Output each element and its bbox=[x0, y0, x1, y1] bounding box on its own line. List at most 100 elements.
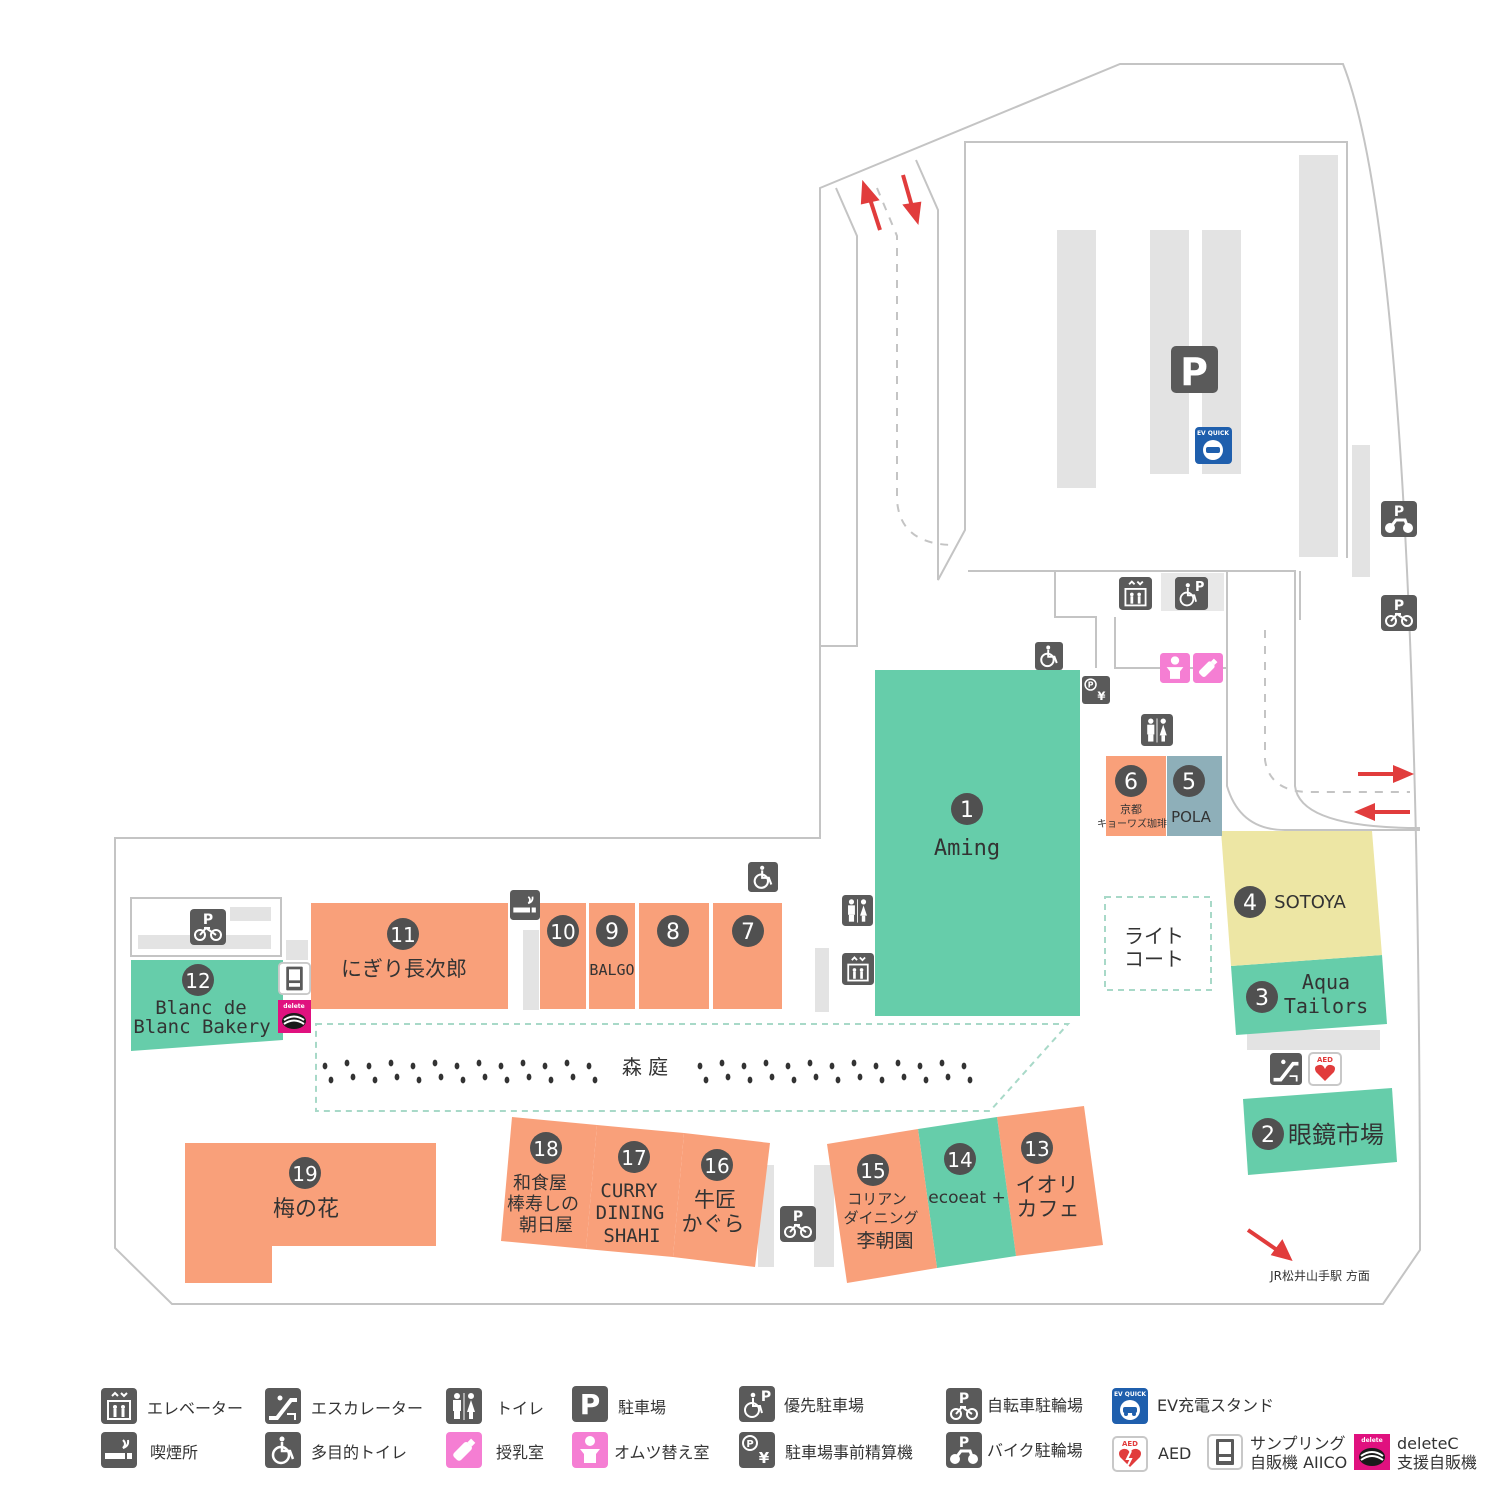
shop-name: 梅の花 bbox=[273, 1197, 339, 1222]
svg-text:駐車場事前精算機: 駐車場事前精算機 bbox=[785, 1443, 913, 1462]
footprint bbox=[322, 1062, 328, 1070]
shop-name-line1: 牛匠 bbox=[694, 1188, 736, 1212]
legend-item-escalator: エスカレーター bbox=[265, 1388, 423, 1424]
shop-13-iori-cafe[interactable]: 13 イオリ カフェ bbox=[997, 1106, 1103, 1256]
shop-number: 4 bbox=[1243, 891, 1257, 916]
shop-12-blanc-de-blanc-bakery[interactable]: 12 Blanc de Blanc Bakery bbox=[131, 960, 283, 1051]
multipurpose-toilet-icon bbox=[1035, 642, 1063, 670]
shop-9-balgo[interactable]: 9 bbox=[589, 903, 635, 1009]
footprint bbox=[498, 1062, 504, 1070]
smoking-area-icon bbox=[101, 1432, 137, 1468]
shop-5-pola[interactable]: 5 POLA bbox=[1167, 756, 1222, 836]
shop-14-ecoeat[interactable]: 14 ecoeat + bbox=[918, 1117, 1016, 1268]
shop-name-line1: 和食屋 bbox=[513, 1173, 567, 1194]
nursing-room-icon bbox=[446, 1432, 482, 1468]
shop-number: 8 bbox=[666, 920, 680, 945]
shop-6-kyowas-coffee[interactable]: 6 京都 キョーワズ珈琲 bbox=[1097, 756, 1167, 836]
shop-number: 12 bbox=[185, 969, 210, 993]
shop-name: SOTOYA bbox=[1274, 892, 1346, 913]
footprint bbox=[438, 1073, 444, 1081]
footprint bbox=[895, 1059, 901, 1067]
shop-18-asahiya[interactable]: 18 和食屋 棒寿しの 朝日屋 bbox=[501, 1117, 597, 1249]
shop-name: にぎり長次郎 bbox=[341, 957, 467, 981]
footprint bbox=[564, 1059, 570, 1067]
footprint bbox=[791, 1076, 797, 1084]
svg-text:P: P bbox=[1180, 350, 1208, 394]
legend-item-parking-payment: 駐車場事前精算機 bbox=[739, 1432, 913, 1468]
shop-name: POLA bbox=[1171, 808, 1212, 826]
legend-item-aed: AED bbox=[1112, 1436, 1191, 1472]
shop-7[interactable]: 7 bbox=[713, 903, 782, 1009]
sampling-vending-icon bbox=[1207, 1434, 1243, 1470]
shop-number: 3 bbox=[1255, 986, 1269, 1011]
footprint bbox=[586, 1062, 592, 1070]
footprint bbox=[901, 1073, 907, 1081]
legend-item-ev-charging: EV充電スタンド bbox=[1112, 1388, 1274, 1424]
shop-name-line3: SHAHI bbox=[603, 1225, 660, 1247]
shop-8[interactable]: 8 bbox=[639, 903, 709, 1009]
shop-number: 19 bbox=[292, 1162, 317, 1186]
footprint bbox=[416, 1076, 422, 1084]
footprint bbox=[460, 1076, 466, 1084]
footprint bbox=[526, 1073, 532, 1081]
svg-text:AED: AED bbox=[1317, 1056, 1333, 1064]
footprint bbox=[344, 1059, 350, 1067]
shop-4-sotoya[interactable]: 4 SOTOYA bbox=[1221, 831, 1382, 966]
svg-text:自転車駐輪場: 自転車駐輪場 bbox=[987, 1396, 1083, 1415]
shop-3-aqua-tailors[interactable]: 3 Aqua Tailors bbox=[1231, 955, 1387, 1035]
footprint bbox=[482, 1073, 488, 1081]
shop-name-line1: イオリ bbox=[1016, 1173, 1079, 1197]
priority-parking-icon bbox=[739, 1386, 775, 1422]
footprint bbox=[454, 1062, 460, 1070]
smoking-area-icon bbox=[510, 890, 540, 920]
footprint bbox=[967, 1076, 973, 1084]
motorbike-parking-icon bbox=[1381, 501, 1417, 537]
mori-garden[interactable]: 森 庭 bbox=[315, 1023, 1071, 1112]
shop-10[interactable]: 10 bbox=[540, 903, 586, 1009]
light-court[interactable]: ライト コート bbox=[1104, 896, 1212, 991]
shop-1-aming[interactable]: 1 Aming bbox=[875, 670, 1080, 1016]
footprint bbox=[769, 1073, 775, 1081]
shop-number: 5 bbox=[1182, 770, 1196, 795]
shop-name-line2: かぐら bbox=[682, 1212, 745, 1236]
sampling-vending-icon bbox=[278, 962, 311, 995]
legend-item-motorbike-parking: バイク駐輪場 bbox=[946, 1432, 1083, 1468]
shop-number: 9 bbox=[605, 920, 619, 945]
legend-item-elevator: エレベーター bbox=[101, 1388, 243, 1424]
footprint bbox=[961, 1062, 967, 1070]
shop-17-curry-dining-shahi[interactable]: 17 CURRY DINING SHAHI bbox=[586, 1125, 684, 1257]
diaper-change-icon bbox=[1160, 653, 1190, 683]
legend-item-diaper-change: オムツ替え室 bbox=[572, 1432, 710, 1468]
footprint bbox=[703, 1076, 709, 1084]
footprint bbox=[813, 1073, 819, 1081]
garden-label: 森 庭 bbox=[622, 1055, 668, 1079]
restroom-icon bbox=[1141, 714, 1173, 746]
motorbike-parking-icon bbox=[946, 1432, 982, 1468]
shop-11-nigiri-chojiro[interactable]: 11 にぎり長次郎 bbox=[311, 903, 508, 1009]
deletec-vending-icon: delete bbox=[278, 1000, 311, 1033]
ev-charging-icon[interactable]: EV QUICK bbox=[1195, 427, 1232, 464]
svg-text:優先駐車場: 優先駐車場 bbox=[784, 1396, 864, 1415]
svg-text:エレベーター: エレベーター bbox=[147, 1399, 243, 1418]
footprint bbox=[785, 1062, 791, 1070]
legend: エレベーター エスカレーター トイレ 駐車場 優先駐車場 自転車駐輪場 EV充電… bbox=[101, 1386, 1477, 1472]
legend-item-priority-parking: 優先駐車場 bbox=[739, 1386, 864, 1422]
shop-2-megane-ichiba[interactable]: 2 眼鏡市場 bbox=[1243, 1088, 1397, 1175]
footprint bbox=[945, 1073, 951, 1081]
footprint bbox=[807, 1059, 813, 1067]
svg-text:支援自販機: 支援自販機 bbox=[1397, 1453, 1477, 1472]
escalator-icon bbox=[265, 1388, 301, 1424]
elevator-icon bbox=[842, 953, 874, 985]
footprint bbox=[719, 1059, 725, 1067]
footprint bbox=[857, 1073, 863, 1081]
legend-item-parking: 駐車場 bbox=[572, 1386, 666, 1422]
shop-16-kagura[interactable]: 16 牛匠 かぐら bbox=[673, 1133, 770, 1267]
shop-15-richoen[interactable]: 15 コリアン ダイニング 李朝園 bbox=[827, 1129, 937, 1283]
bicycle-parking-icon bbox=[190, 909, 226, 945]
bicycle-parking-icon bbox=[780, 1206, 816, 1242]
shop-19-umenohana[interactable]: 19 梅の花 bbox=[185, 1143, 436, 1283]
legend-item-smoking-area: 喫煙所 bbox=[101, 1432, 198, 1468]
footprint bbox=[851, 1059, 857, 1067]
shop-name-line1: 京都 bbox=[1120, 802, 1142, 816]
